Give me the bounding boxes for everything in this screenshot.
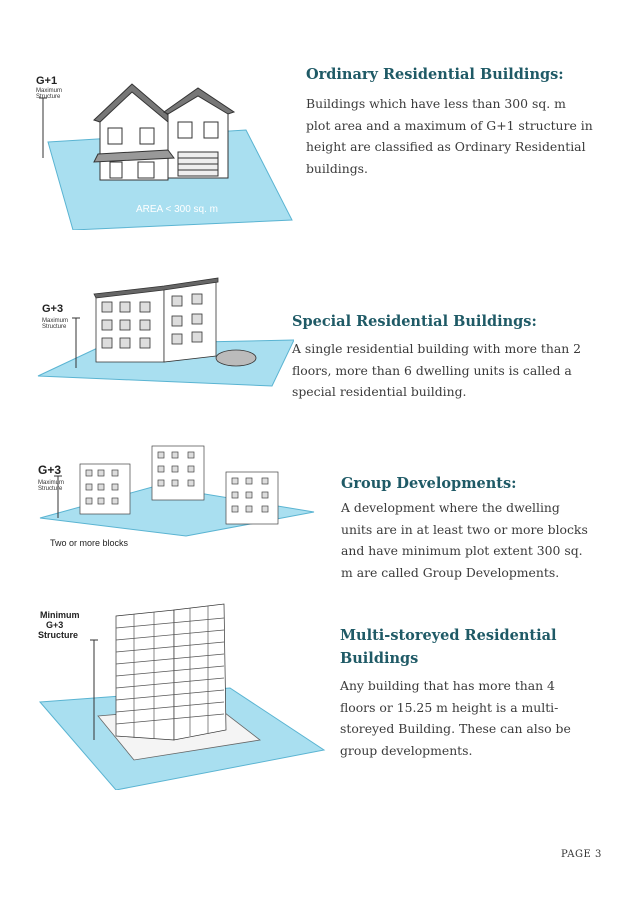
apartment-drawing [93,277,257,367]
g3-label: G+3 [38,463,61,477]
section-title-ordinary: Ordinary Residential Buildings: [306,66,564,83]
section-text-ordinary: Buildings which have less than 300 sq. m… [306,96,593,176]
svg-text:Structure: Structure [42,324,67,330]
group-development-illustration: G+3 Maximum Structure Two or more blocks [32,440,332,552]
svg-text:Structure: Structure [38,630,78,640]
page-number: PAGE 3 [561,849,602,860]
section-title-special: Special Residential Buildings: [292,313,537,330]
special-residential-illustration: G+3 Maximum Structure [36,276,295,390]
area-label: AREA < 300 sq. m [136,204,218,215]
tower-drawing [115,603,227,741]
svg-text:Structure: Structure [38,486,63,492]
section-title-group: Group Developments: [341,475,517,492]
house-drawing [93,83,236,181]
blocks-caption: Two or more blocks [50,538,129,548]
svg-text:Structure: Structure [36,94,61,100]
ordinary-residential-illustration: G+1 Maximum Structure AREA < 300 sq. m [28,70,298,231]
multi-storey-illustration: Minimum G+3 Structure [34,600,334,791]
svg-text:Maximum: Maximum [38,480,64,486]
g3-label: G+3 [42,303,63,315]
svg-text:Maximum: Maximum [42,318,68,324]
section-text-special: A single residential building with more … [292,341,582,400]
g3-label: G+3 [46,620,63,630]
section-text-multistorey: Any building that has more than 4 floors… [340,678,571,758]
g1-label: G+1 [36,75,57,87]
section-title-multistorey: Multi-storeyed Residential Buildings [340,627,557,667]
svg-text:Minimum: Minimum [40,610,80,620]
section-text-group: A development where the dwelling units a… [341,500,588,580]
svg-text:Maximum: Maximum [36,88,62,94]
